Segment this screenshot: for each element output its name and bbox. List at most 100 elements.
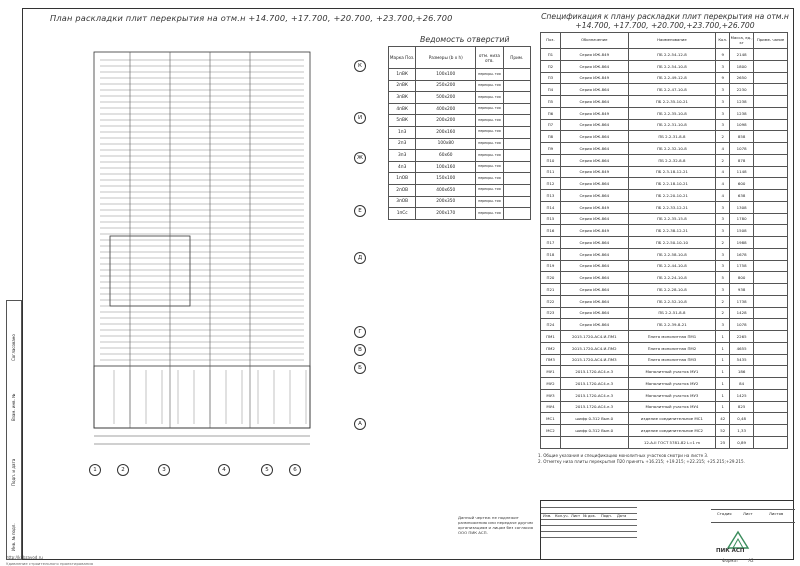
vedomost-cell: перекры- тия [475,160,504,174]
spec-cell: 800 [729,271,755,284]
axis-number-marker: 2 [117,464,129,476]
vedomost-cell-note [502,195,532,209]
spec-cell-note [753,247,788,261]
spec-cell [540,435,561,449]
spec-cell: 1738 [729,294,755,308]
axis-letter-marker: К [354,60,366,72]
plan-title: План раскладки плит перекрытия на отм.н … [50,13,453,23]
spec-cell: 1,33 [729,424,755,437]
spec-cell: 2 [715,236,731,249]
stamp-stage-cols: Стадия Лист Листов [711,509,795,523]
spec-cell: 1800 [729,59,755,73]
vedomost-table: Марка Поз. Размеры (b x h) отм. низа отв… [387,46,532,220]
spec-cell: 42 [715,412,731,425]
vedomost-cell: 100x80 [415,137,477,151]
vedomost-cell: перекры- тия [475,125,504,139]
stamp-col-sheet: Лист [743,511,753,516]
spec-cell: ПБ 2.2-52-10-8 [627,294,717,308]
axis-letter-marker: Б [354,362,366,374]
spec-cell: Серия ИЖ-864 [559,318,629,331]
spec-cell: П8 [540,130,561,143]
spec-cell: ПБ 2.3-18-12-21 [627,165,717,179]
spec-cell: 9 [715,48,731,61]
vedomost-header-row: Марка Поз. Размеры (b x h) отм. низа отв… [387,46,532,69]
copyright-note: Данный чертеж не подлежит размножению ил… [458,515,534,535]
stamp-col-sheets: Листов [769,511,784,516]
axis-number-marker: 1 [89,464,101,476]
spec-cell-note [753,95,788,108]
spec-cell: ПБ 2.2-24-10-8 [627,271,717,284]
spec-cell: 3 [715,59,731,73]
vedomost-cell: перекры- тия [475,183,504,197]
spec-cell: 3 [715,212,731,226]
spec-cell: 1078 [729,142,755,155]
vedomost-cell: 2пВК [387,79,417,93]
spec-cell: 1678 [729,247,755,261]
spec-cell: Серия ИЖ-849 [559,165,629,179]
spec-cell-note [753,177,788,190]
spec-cell: 638 [729,189,755,202]
spec-cell: 1148 [729,165,755,179]
spec-cell-note [753,318,788,331]
spec-cell: Монолитный участок МУ2 [627,377,717,390]
spec-cell-note [753,377,788,390]
spec-cell: 4 [715,165,731,179]
vedomost-cell-note [502,183,532,197]
spec-cell: МУ3 [540,388,561,402]
vedomost-cell: перекры- тия [475,207,504,220]
spec-cell: 52 [715,424,731,437]
spec-cell-note [753,153,788,167]
spec-cell: Серия ИЖ-849 [559,200,629,214]
vedomost-cell: 200x350 [415,195,477,209]
spec-cell: МС2 [540,424,561,437]
spec-cell-note [753,106,788,120]
spec-cell: П10 [540,153,561,167]
ved-col-size: Размеры (b x h) [415,46,477,69]
spec-cell: 186 [729,365,755,378]
spec-cell: ПБ 2.2-38-12-21 [627,224,717,237]
spec-cell: Серия ИЖ-864 [559,142,629,155]
spec-cell: ПМ2 [540,341,561,355]
vedomost-cell: перекры- тия [475,195,504,209]
spec-cell: 3 [715,283,731,296]
spec-cell: Плита монолитная ПМ1 [627,330,717,343]
spec-cell: 25 [715,435,731,449]
spec-cell: П22 [540,294,561,308]
spec-cell-note [753,306,788,320]
spec-cell: Серия ИЖ-864 [559,83,629,96]
spec-cell: 2015.1720-АС4.И-ПМ2 [559,341,629,355]
spec-cell: ПБ 2.2-28-10-8 [627,283,717,296]
spec-cell: 1428 [729,306,755,320]
vedomost-cell: 200x200 [415,114,477,127]
axis-letter-marker: Ж [354,152,366,164]
vedomost-cell: перекры- тия [475,149,504,162]
spec-cell: ПБ 2.2-20-10-21 [627,189,717,202]
spec-cell: П17 [540,236,561,249]
spec-cell: ПБ 2.2-31-10-8 [627,118,717,132]
axis-letter-marker: Г [354,326,366,338]
spec-cell: Серия ИЖ-864 [559,118,629,132]
vedomost-cell-note [502,91,532,104]
vedomost-cell-note [502,125,532,139]
spec-cell: 2230 [729,83,755,96]
spec-cell: П19 [540,259,561,273]
spec-cell: 2 [715,153,731,167]
vedomost-cell-note [502,137,532,151]
spec-cell: ПМ1 [540,330,561,343]
spec-cell: П7 [540,118,561,132]
